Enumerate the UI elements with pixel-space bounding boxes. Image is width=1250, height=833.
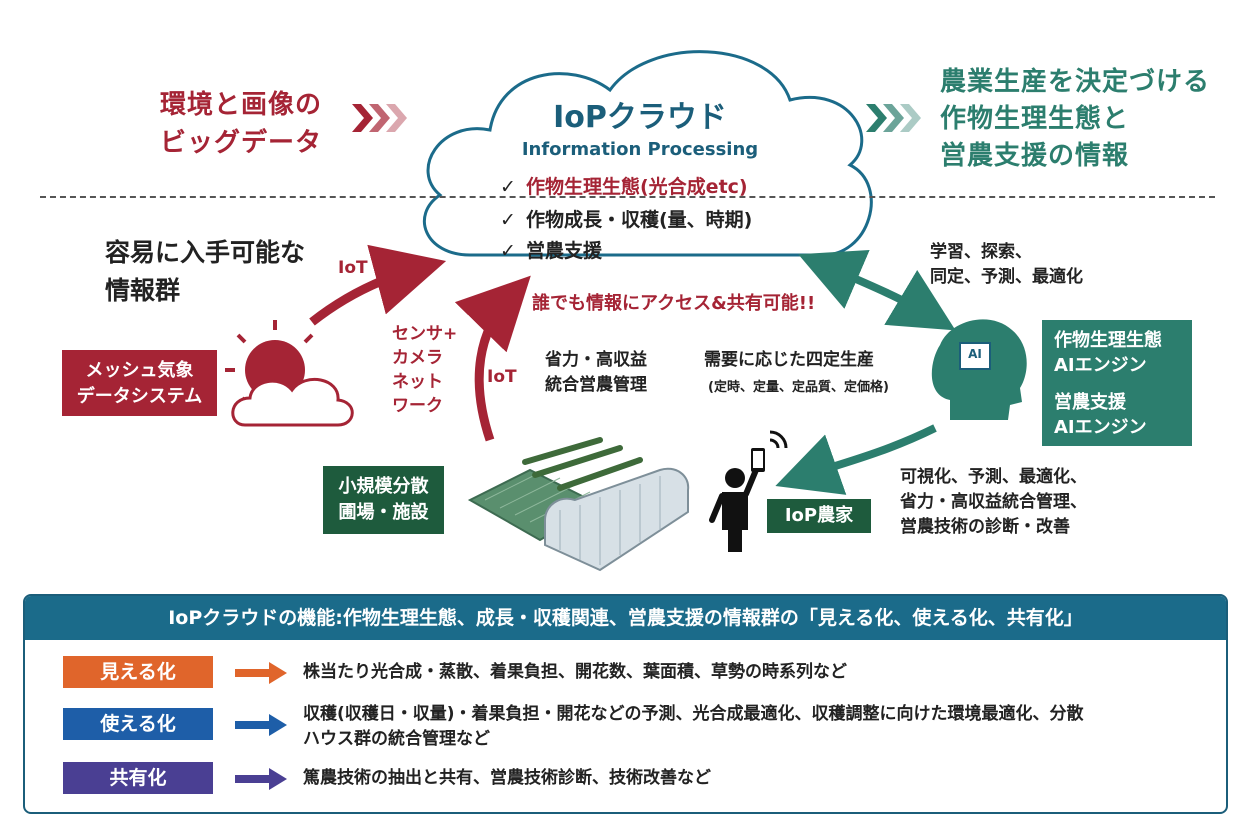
blue-arrow-icon [235, 714, 287, 736]
sensor-line: カメラ [392, 348, 443, 368]
small-farm-box: 小規模分散 圃場・施設 [323, 466, 444, 534]
feature-desc-line: 株当たり光合成・蒸散、着果負担、開花数、葉面積、草勢の時系列など [303, 662, 847, 682]
cloud-item: ✓ 営農支援 [500, 236, 602, 263]
ai-box-line: 作物生理生態 [1054, 330, 1162, 351]
iot-label-farm: IoT [487, 367, 517, 387]
labor-saving-label: 省力・高収益 統合営農管理 [545, 348, 647, 398]
right-heading-line: 農業生産を決定づける [940, 67, 1211, 97]
greenhouse-icon [544, 467, 690, 572]
ai-head-icon [931, 319, 1027, 420]
right-heading-line: 営農支援の情報 [940, 141, 1130, 171]
cloud-title: IoPクラウド [553, 100, 727, 135]
left-heading: 環境と画像の ビッグデータ [160, 86, 322, 162]
right-chevron-icon [866, 104, 921, 132]
check-icon: ✓ [500, 209, 516, 231]
left-heading-line: 環境と画像の [160, 90, 323, 120]
farmer-icon [709, 448, 765, 552]
left-heading-line: ビッグデータ [160, 128, 323, 158]
easy-info-heading: 容易に入手可能な 情報群 [105, 234, 305, 310]
purple-arrow-icon [235, 768, 287, 790]
anyone-access-label: 誰でも情報にアクセス&共有可能!! [532, 293, 816, 314]
feature-label-visualize: 見える化 [63, 656, 213, 688]
cloud-item: ✓ 作物生理生態(光合成etc) [500, 172, 748, 199]
visualize-label: 可視化、予測、最適化、 省力・高収益統合管理、 営農技術の診断・改善 [900, 465, 1087, 540]
sensor-line: ワーク [392, 396, 443, 416]
visualize-line: 営農技術の診断・改善 [900, 517, 1070, 537]
iot-arrow-farm [454, 275, 531, 442]
feature-desc-line: 収穫(収穫日・収量)・着果負担・開花などの予測、光合成最適化、収穫調整に向けた環… [303, 704, 1084, 724]
feature-desc: 収穫(収穫日・収量)・着果負担・開花などの予測、光合成最適化、収穫調整に向けた環… [303, 702, 1203, 752]
left-chevron-icon [352, 104, 407, 132]
mesh-box-line: データシステム [76, 386, 203, 407]
cloud-subtitle: Information Processing [521, 139, 759, 160]
mesh-weather-box: メッシュ気象 データシステム [62, 350, 217, 416]
feature-desc-line: 篤農技術の抽出と共有、営農技術診断、技術改善など [303, 768, 711, 788]
demand-label: 需要に応じた四定生産 [704, 350, 874, 370]
right-heading-line: 作物生理生態と [940, 104, 1130, 134]
ai-box-line: AIエンジン [1054, 417, 1147, 438]
labor-line: 統合営農管理 [545, 375, 647, 395]
feature-label-usable: 使える化 [63, 708, 213, 740]
dashed-separator [40, 196, 1215, 198]
cloud-item-label: 営農支援 [526, 240, 603, 262]
wifi-signal-icon [769, 430, 788, 449]
cloud-shape [422, 50, 873, 257]
easy-info-line: 容易に入手可能な [105, 238, 306, 267]
ai-engine-box: 作物生理生態 AIエンジン 営農支援 AIエンジン [1042, 320, 1192, 446]
easy-info-line: 情報群 [105, 276, 181, 305]
learning-line: 同定、予測、最適化 [930, 267, 1083, 287]
feature-label-sharing: 共有化 [63, 762, 213, 794]
small-farm-line: 小規模分散 [338, 476, 429, 497]
orange-arrow-icon [235, 662, 287, 684]
ai-chip-label: AI [968, 347, 982, 361]
right-heading: 農業生産を決定づける 作物生理生態と 営農支援の情報 [940, 64, 1210, 175]
sensor-network-label: センサ+ カメラ ネット ワーク [392, 322, 457, 418]
functions-header: IoPクラウドの機能:作物生理生態、成長・収穫関連、営農支援の情報群の「見える化… [25, 596, 1226, 640]
cloud-item: ✓ 作物成長・収穫(量、時期) [500, 205, 752, 232]
ai-farmer-arrow [775, 424, 937, 495]
check-icon: ✓ [500, 176, 516, 198]
iop-farmer-box: IoP農家 [767, 499, 871, 533]
iot-arrow-weather [309, 244, 447, 326]
feature-desc: 株当たり光合成・蒸散、着果負担、開花数、葉面積、草勢の時系列など [303, 660, 1203, 685]
functions-panel: IoPクラウドの機能:作物生理生態、成長・収穫関連、営農支援の情報群の「見える化… [23, 594, 1228, 814]
check-icon: ✓ [500, 240, 516, 262]
sensor-line: ネット [392, 372, 443, 392]
labor-line: 省力・高収益 [545, 350, 647, 370]
learning-label: 学習、探索、 同定、予測、最適化 [930, 240, 1083, 290]
learning-line: 学習、探索、 [930, 242, 1032, 262]
cloud-ai-double-arrow [798, 250, 956, 331]
weather-icon [225, 320, 354, 427]
cloud-item-label: 作物成長・収穫(量、時期) [526, 209, 753, 231]
mesh-box-line: メッシュ気象 [85, 360, 194, 381]
demand-sublabel: (定時、定量、定品質、定価格) [708, 380, 889, 395]
feature-desc: 篤農技術の抽出と共有、営農技術診断、技術改善など [303, 766, 1203, 791]
ai-box-line: AIエンジン [1054, 355, 1147, 376]
visualize-line: 省力・高収益統合管理、 [900, 492, 1087, 512]
ai-box-line: 営農支援 [1054, 392, 1126, 413]
feature-desc-line: ハウス群の統合管理など [303, 729, 490, 749]
iot-label-weather: IoT [338, 258, 368, 278]
small-farm-line: 圃場・施設 [338, 502, 429, 523]
visualize-line: 可視化、予測、最適化、 [900, 467, 1087, 487]
cloud-item-label: 作物生理生態(光合成etc) [526, 176, 748, 198]
sensor-line: センサ+ [392, 324, 458, 344]
